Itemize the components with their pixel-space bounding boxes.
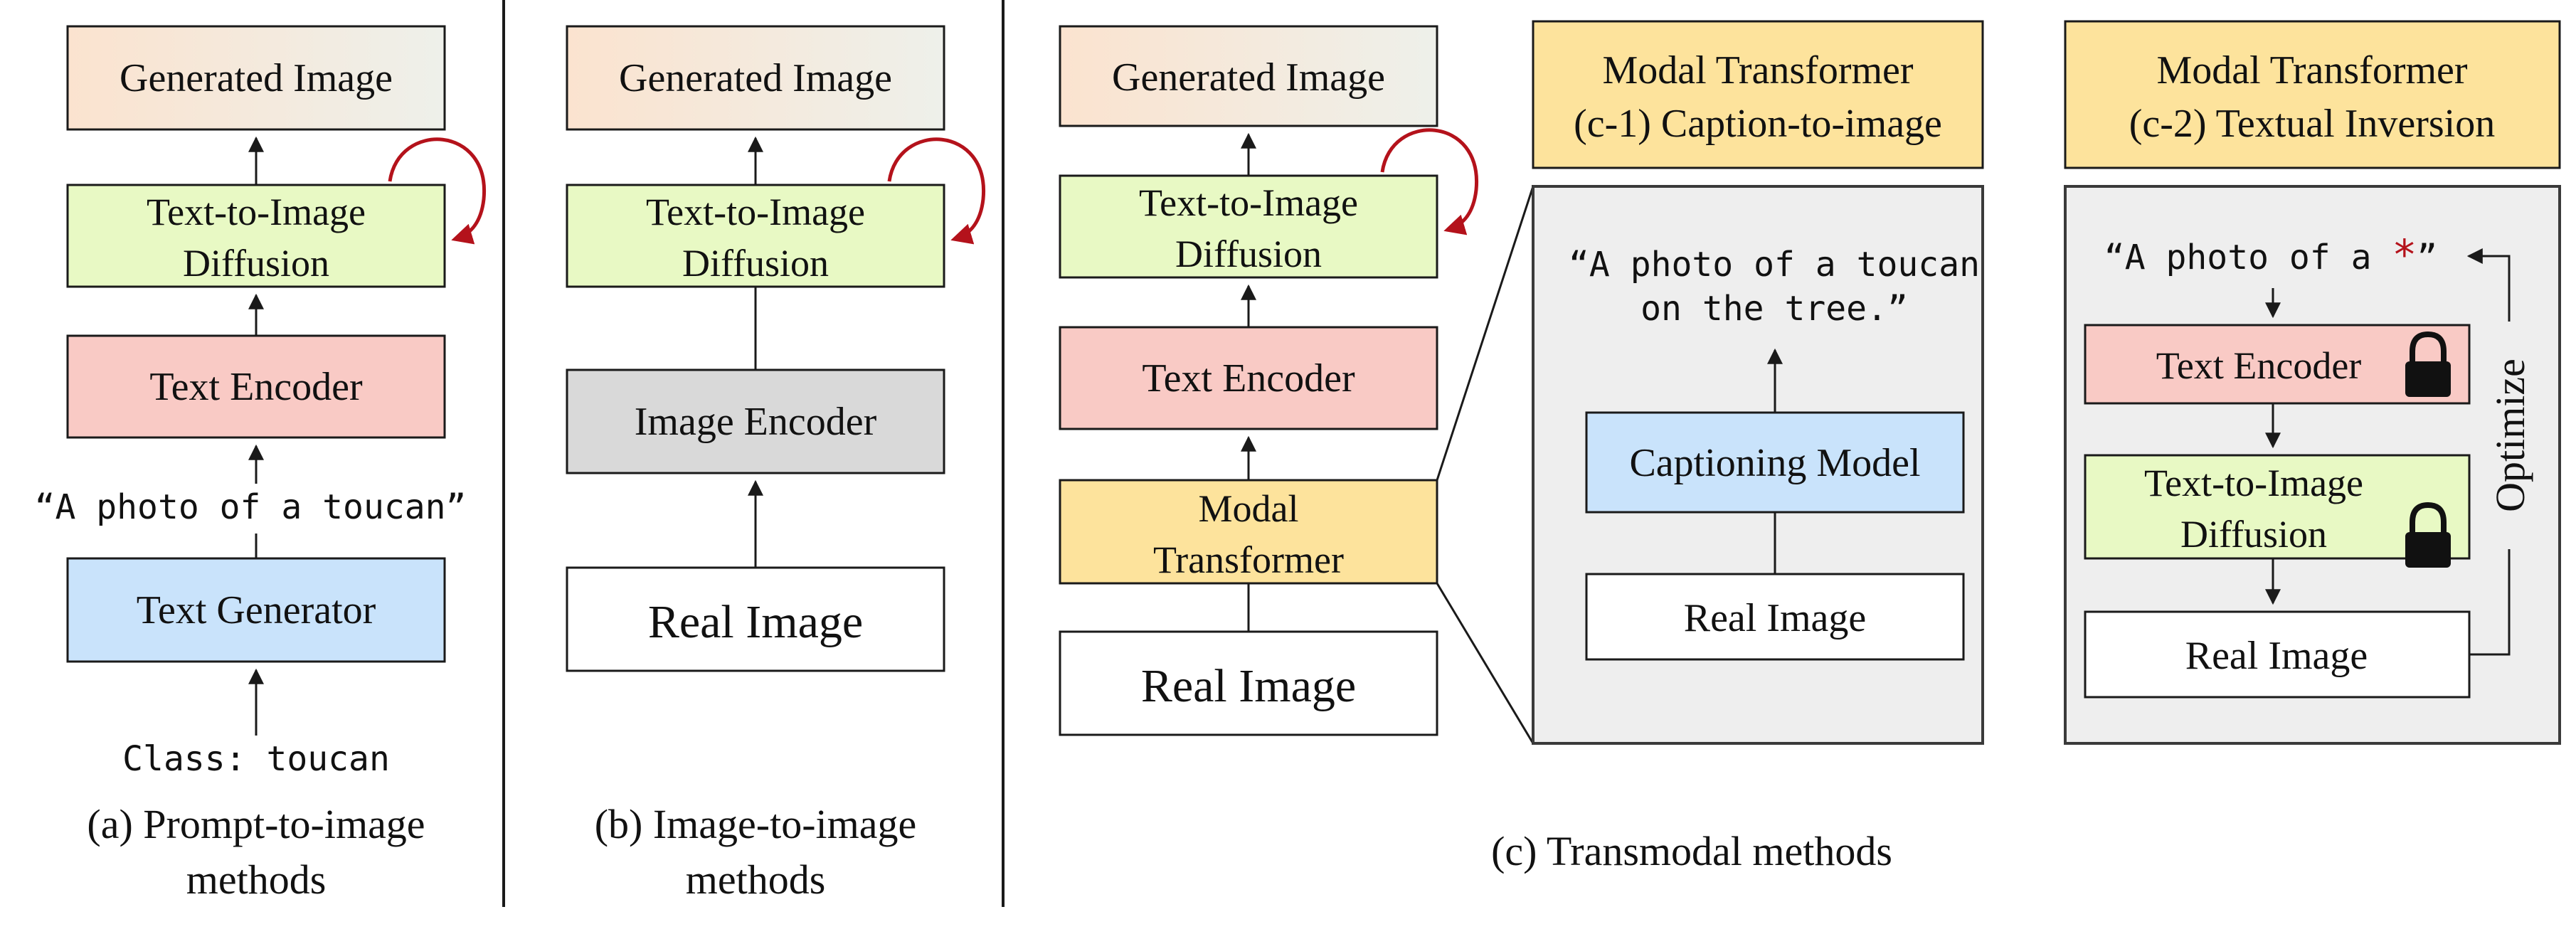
generated-image-box-c: Generated Image [1059,25,1438,127]
generated-image-box-b: Generated Image [566,25,945,131]
optimize-label-backing [2490,322,2530,549]
text-encoder-box-c: Text Encoder [1059,326,1438,430]
caption-c: (c) Transmodal methods [1491,828,1892,874]
pseudo-word-token: * [2392,230,2417,279]
diffusion-box-b: Text-to-Image Diffusion [566,184,945,288]
panel-c2-header-line2: (c-2) Textual Inversion [2129,102,2495,146]
zoom-line-bottom [1436,583,1535,744]
modal-transformer-box-c: Modal Transformer [1059,479,1438,585]
real-image-box-c1: Real Image [1585,573,1965,661]
panel-c2-prompt-suffix: ” [2417,238,2437,277]
optimize-label: Optimize [2487,359,2533,512]
captioning-model-label: Captioning Model [1629,441,1920,485]
real-image-label-c1: Real Image [1684,596,1867,640]
generated-image-label-a: Generated Image [120,56,393,100]
panel-c1-header-line2: (c-1) Caption-to-image [1574,102,1942,146]
diffusion-label-line1-c2: Text-to-Image [2144,462,2363,504]
real-image-box-c2: Real Image [2084,610,2471,699]
panel-c1: Modal Transformer (c-1) Caption-to-image… [1532,20,1984,745]
loop-arrow-c [1380,128,1478,235]
prompt-text-a: “A photo of a toucan” [35,487,467,527]
loop-arrow-a [388,137,486,245]
real-image-label-c: Real Image [1141,660,1356,712]
generated-image-label-c: Generated Image [1112,55,1385,100]
diffusion-label-line2-b: Diffusion [682,242,829,285]
diffusion-label-line2-a: Diffusion [183,242,329,285]
text-generator-label-a: Text Generator [137,588,376,632]
lock-icon [2405,502,2451,568]
lock-icon [2405,331,2451,397]
caption-a-line2: methods [186,856,327,903]
image-encoder-label-b: Image Encoder [635,400,877,444]
column-b: Generated Image Text-to-Image Diffusion … [566,25,985,903]
text-generator-box-a: Text Generator [66,557,446,663]
loop-arrow-b [887,137,985,245]
panel-c2-header-line1: Modal Transformer [2156,48,2467,92]
diffusion-label-line2-c2: Diffusion [2180,513,2327,556]
column-a: Generated Image Text-to-Image Diffusion … [35,25,486,903]
image-encoder-box-b: Image Encoder [566,368,945,474]
captioning-model-box: Captioning Model [1585,411,1965,514]
text-encoder-box-a: Text Encoder [66,334,446,439]
generated-image-label-b: Generated Image [619,56,892,100]
zoom-line-top [1436,186,1535,481]
panel-c2: Modal Transformer (c-2) Textual Inversio… [2064,20,2561,745]
panel-c1-header: Modal Transformer (c-1) Caption-to-image [1532,20,1984,169]
diffusion-box-a: Text-to-Image Diffusion [66,184,446,288]
panel-c2-prompt-prefix: “A photo of a [2104,238,2392,277]
text-encoder-label-c2: Text Encoder [2156,344,2362,387]
text-encoder-label-c: Text Encoder [1142,356,1355,400]
diffusion-box-c: Text-to-Image Diffusion [1059,174,1438,279]
caption-b-line1: (b) Image-to-image [595,801,917,847]
diffusion-label-line1-c: Text-to-Image [1139,181,1358,224]
real-image-box-c: Real Image [1059,630,1438,736]
modal-label-line2-c: Transformer [1153,538,1344,581]
modal-label-line1-c: Modal [1199,487,1299,530]
generated-image-box-a: Generated Image [66,25,446,131]
diffusion-label-line1-a: Text-to-Image [147,191,366,233]
diffusion-label-line2-c: Diffusion [1175,233,1322,275]
real-image-box-b: Real Image [566,566,945,672]
class-label-a: Class: toucan [122,739,390,779]
panel-c1-quote-line2: on the tree.” [1641,289,1908,329]
caption-a-line1: (a) Prompt-to-image [87,801,425,847]
panel-c2-prompt: “A photo of a *” [2104,230,2437,279]
panel-c2-header: Modal Transformer (c-2) Textual Inversio… [2064,20,2561,169]
caption-b-line2: methods [686,856,826,903]
panel-c1-quote-line1: “A photo of a toucan [1569,245,1980,285]
text-encoder-label-a: Text Encoder [149,365,363,409]
diffusion-label-line1-b: Text-to-Image [646,191,865,233]
column-c: Generated Image Text-to-Image Diffusion … [1059,25,1892,874]
panel-c1-header-line1: Modal Transformer [1602,48,1913,92]
real-image-label-b: Real Image [648,596,863,648]
real-image-label-c2: Real Image [2185,634,2368,678]
